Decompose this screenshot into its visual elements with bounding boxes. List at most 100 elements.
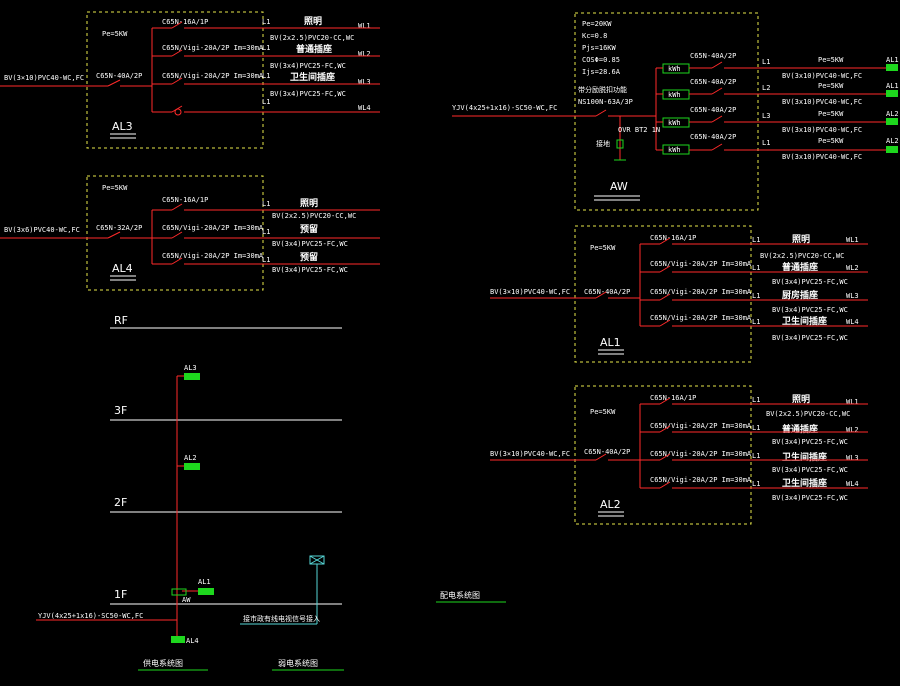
al2-circuit-2-breaker: C65N/Vigi-20A/2P Im=30mA [650,422,752,430]
aw-circuit-4-to: AL2 [886,137,899,145]
floor-1f-label: 1F [114,588,127,601]
al1-circuit-4-cable: BV(3x4)PVC25-FC,WC [772,334,848,342]
al3-circuit-4-phase: L1 [262,98,270,106]
weak-current-title: 弱电系统图 [278,658,318,668]
panel-al3-incoming: BV(3×10)PVC40-WC,FC [4,74,84,82]
aw-param-ijs: Ijs=28.6A [582,68,621,76]
al4-circuit-1-cable: BV(2x2.5)PVC20-CC,WC [272,212,356,220]
al2-circuit-4-breaker: C65N/Vigi-20A/2P Im=30mA [650,476,752,484]
distribution-title: 配电系统图 [440,590,480,600]
al1-circuit-2-cable: BV(3x4)PVC25-FC,WC [772,278,848,286]
panel-al2-box [574,385,752,525]
aw-switch-label: 带分励脱扣功能 [578,85,627,94]
al2-circuit-1-breaker: C65N-16A/1P [650,394,696,402]
aw-meter-1-label: kWh [668,65,681,73]
panel-al1-incoming: BV(3×10)PVC40-WC,FC [490,288,570,296]
al2-circuit-1-cable: BV(2x2.5)PVC20-CC,WC [766,410,850,418]
aw-circuit-3-cable: BV(3x10)PVC40-WC,FC [782,126,862,134]
al4-circuit-2-phase: L1 [262,228,270,236]
aw-circuit-3-phase: L3 [762,112,770,120]
floor-rf-label: RF [114,314,128,327]
al1-circuit-2-phase: L1 [752,264,760,272]
al4-circuit-3-breaker: C65N/Vigi-20A/2P Im=30mA [162,252,264,260]
aw-circuit-2-to: AL1 [886,82,899,90]
aw-circuit-3-breaker: C65N-40A/2P [690,106,736,114]
al2-circuit-1-phase: L1 [752,396,760,404]
al1-circuit-4-phase: L1 [752,318,760,326]
al1-circuit-1-breaker: C65N-16A/1P [650,234,696,242]
al4-circuit-2-cable: BV(3x4)PVC25-FC,WC [272,240,348,248]
panel-al3-pe: Pe=5KW [102,30,128,38]
aw-circuit-4-cable: BV(3x10)PVC40-WC,FC [782,153,862,161]
al3-circuit-1-phase: L1 [262,18,270,26]
al1-circuit-1-cable: BV(2x2.5)PVC20-CC,WC [760,252,844,260]
aw-circuit-2-breaker: C65N-40A/2P [690,78,736,86]
riser-incoming: YJV(4x25+1x16)-SC50-WC,FC [38,612,143,620]
riser-box-aw [171,588,187,596]
al4-circuit-1-name: 照明 [300,198,318,209]
panel-al2-incoming: BV(3×10)PVC40-WC,FC [490,450,570,458]
riser-box-aw-label: AW [182,596,191,604]
al3-circuit-3-cable: BV(3x4)PVC25-FC,WC [270,90,346,98]
aw-incoming: YJV(4x25+1x16)-SC50-WC,FC [452,104,557,112]
al2-circuit-3-phase: L1 [752,452,760,460]
al2-circuit-2-phase: L1 [752,424,760,432]
aw-circuit-3-pe: Pe=5KW [818,110,844,118]
aw-meter-3-label: kWh [668,119,681,127]
aw-circuit-4-pe: Pe=5KW [818,137,844,145]
aw-meter-2-label: kWh [668,91,681,99]
aw-spd [616,139,624,149]
panel-al4-pe: Pe=5KW [102,184,128,192]
aw-circuit-4: kWh C65N-40A/2P L1 Pe=5KW BV(3x10)PVC40-… [656,133,899,161]
panel-al2: Pe=5KW BV(3×10)PVC40-WC,FC C65N-40A/2P A… [490,385,868,525]
panel-al1-main-breaker: C65N-40A/2P [584,288,630,296]
panel-aw-id: AW [610,180,628,193]
panel-al1-id: AL1 [600,336,621,349]
aw-circuit-4-phase: L1 [762,139,770,147]
aw-circuit-2-cable: BV(3x10)PVC40-WC,FC [782,98,862,106]
panel-al3-id: AL3 [112,120,133,133]
riser-diagram: RF 3F 2F 1F AL3 AL2 AL1 AW AL4 YJV(4x25+… [36,314,344,671]
riser-title: 供电系统图 [143,658,183,668]
panel-al3: Pe=5KW BV(3×10)PVC40-WC,FC C65N-40A/2P A… [0,11,380,149]
al1-circuit-4-breaker: C65N/Vigi-20A/2P Im=30mA [650,314,752,322]
aw-param-pe: Pe=20KW [582,20,612,28]
riser-box-al2-label: AL2 [184,454,197,462]
al1-circuit-1-id: WL1 [846,236,859,244]
aw-circuit-1-cable: BV(3x10)PVC40-WC,FC [782,72,862,80]
al1-circuit-4-id: WL4 [846,318,859,326]
al2-circuit-3-breaker: C65N/Vigi-20A/2P Im=30mA [650,450,752,458]
al3-circuit-1-cable: BV(2x2.5)PVC20-CC,WC [270,34,354,42]
al1-circuit-3-breaker: C65N/Vigi-20A/2P Im=30mA [650,288,752,296]
aw-meter-4-label: kWh [668,146,681,154]
panel-al2-main-breaker: C65N-40A/2P [584,448,630,456]
al3-circuit-1-breaker: C65N-16A/1P [162,18,208,26]
floor-2f-label: 2F [114,496,127,509]
aw-param-kc: Kc=0.8 [582,32,607,40]
al4-circuit-3-phase: L1 [262,256,270,264]
cable-tv-box [309,555,325,565]
panel-al2-pe: Pe=5KW [590,408,616,416]
aw-param-pjs: Pjs=16KW [582,44,617,52]
aw-switch-model: NS100N-63A/3P [578,98,633,106]
al2-circuit-3-id: WL3 [846,454,859,462]
riser-box-al2 [184,463,200,470]
al2-circuit-4-phase: L1 [752,480,760,488]
al4-circuit-3-cable: BV(3x4)PVC25-FC,WC [272,266,348,274]
floor-3f-label: 3F [114,404,127,417]
panel-al4: Pe=5KW BV(3x6)PVC40-WC,FC C65N-32A/2P AL… [0,175,380,291]
al3-circuit-3-phase: L1 [262,72,270,80]
riser-box-al4-label: AL4 [186,637,199,645]
al3-circuit-3-name: 卫生间插座 [290,71,335,83]
riser-box-al1-label: AL1 [198,578,211,586]
aw-circuit-3: kWh C65N-40A/2P L3 Pe=5KW BV(3x10)PVC40-… [656,106,899,134]
panel-al1-pe: Pe=5KW [590,244,616,252]
riser-box-al3 [184,373,200,380]
aw-circuit-2: kWh C65N-40A/2P L2 Pe=5KW BV(3x10)PVC40-… [656,78,899,106]
aw-circuit-1-to: AL1 [886,56,899,64]
aw-circuit-1: kWh C65N-40A/2P L1 Pe=5KW BV(3x10)PVC40-… [656,52,899,80]
panel-al4-incoming: BV(3x6)PVC40-WC,FC [4,226,80,234]
al1-circuit-3-cable: BV(3x4)PVC25-FC,WC [772,306,848,314]
aw-spd-label: OVR BT2 1N [618,126,660,134]
aw-circuit-1-breaker: C65N-40A/2P [690,52,736,60]
